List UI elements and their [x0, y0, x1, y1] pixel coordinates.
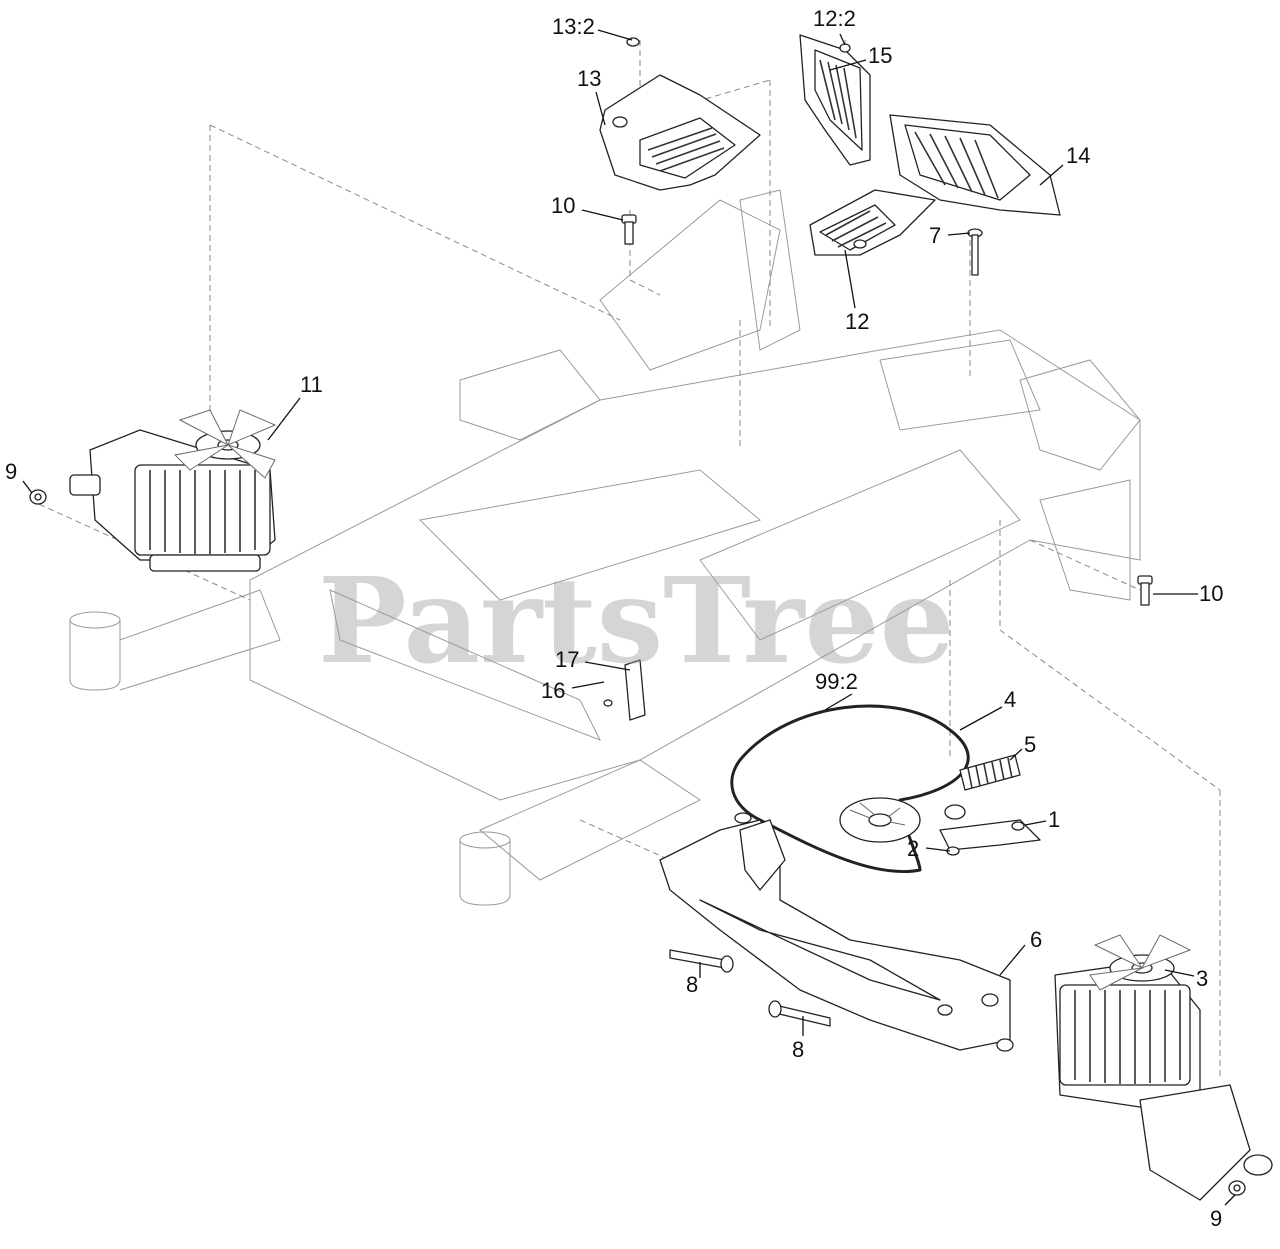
callout-7: 7 — [929, 223, 941, 248]
callout-10-right: 10 — [1199, 581, 1223, 606]
callout-99-2: 99:2 — [815, 669, 858, 694]
callout-labels: 13:2 12:2 15 13 14 10 7 12 11 9 10 17 16… — [5, 6, 1223, 1231]
chassis-frame — [29, 40, 1221, 1080]
callout-8-left: 8 — [686, 972, 698, 997]
callout-5: 5 — [1024, 732, 1036, 757]
shield-15 — [799, 34, 871, 166]
callout-13-2: 13:2 — [552, 14, 595, 39]
shield-13 — [599, 74, 761, 191]
pump-mount-bracket — [659, 812, 1014, 1052]
hydro-transmission-right — [1054, 934, 1273, 1201]
callout-12: 12 — [845, 309, 869, 334]
callout-10-top: 10 — [551, 193, 575, 218]
callout-4: 4 — [1004, 687, 1016, 712]
callout-3: 3 — [1196, 966, 1208, 991]
callout-12-2: 12:2 — [813, 6, 856, 31]
callout-6: 6 — [1030, 927, 1042, 952]
leader-lines — [22, 29, 1236, 1206]
watermark: PartsTree — [318, 551, 955, 690]
shield-12 — [809, 189, 936, 256]
callout-8-right: 8 — [792, 1037, 804, 1062]
callout-9-left: 9 — [5, 459, 17, 484]
callout-1: 1 — [1048, 807, 1060, 832]
callout-17: 17 — [555, 647, 579, 672]
callout-2: 2 — [907, 836, 919, 861]
callout-14: 14 — [1066, 143, 1090, 168]
callout-11: 11 — [300, 372, 323, 397]
callout-13: 13 — [577, 66, 601, 91]
callout-16: 16 — [541, 678, 565, 703]
hydro-transmission-left — [69, 409, 277, 572]
shield-14 — [889, 114, 1061, 216]
callout-9-right: 9 — [1210, 1206, 1222, 1231]
callout-15: 15 — [868, 43, 892, 68]
